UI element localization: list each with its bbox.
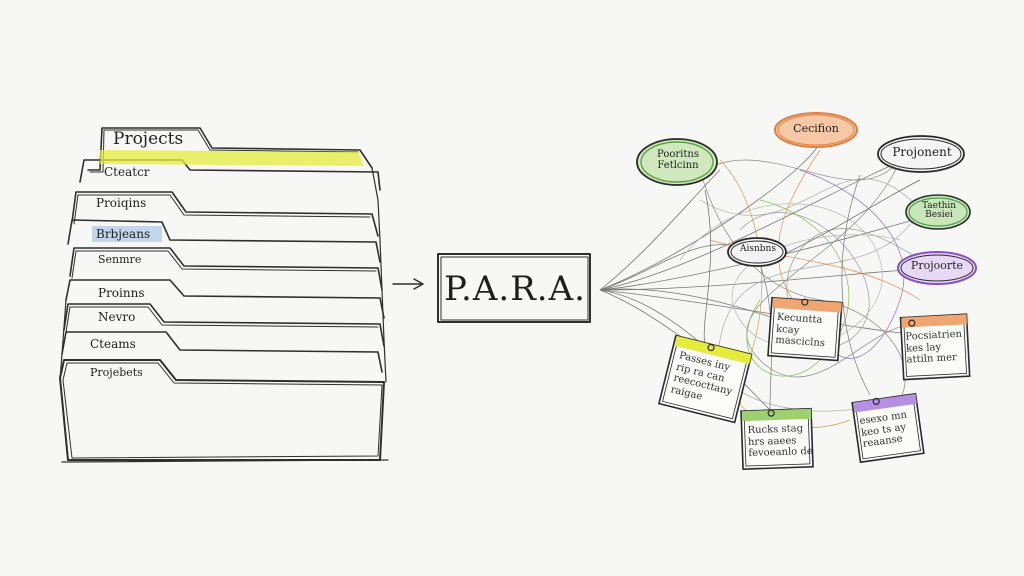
folder-tab-proiqins: Proiqins: [96, 196, 147, 210]
bubble-text-projonent: Projonent: [892, 145, 952, 159]
folder-tab-senmre: Senmre: [98, 253, 142, 266]
bubble-text-aisnbns: Aisnbns: [740, 244, 776, 254]
bubble-label-cecifion: Cecifion: [778, 123, 854, 135]
bubble-label-projoorte: Projoorte: [900, 260, 974, 272]
arrow: [392, 278, 424, 290]
folder-brbjeans: [67, 219, 381, 263]
bubble-pooritns: [636, 138, 718, 186]
folder-cteatcr: [79, 159, 381, 191]
bubble-cecifion: [774, 112, 858, 148]
folder-tab-nevro: Nevro: [98, 310, 136, 324]
folder-senmre: [69, 247, 383, 291]
note-text-4: Rucks stag hrs aaees fevoeanlo de: [747, 423, 813, 460]
folder-tab-proinns: Proinns: [98, 286, 145, 300]
folder-tab-projects: Projects: [113, 129, 184, 149]
folder-stack: [59, 127, 389, 463]
folder-projects: [87, 127, 373, 171]
note-text-2: Pocsiatrien kes lay attiln mer: [905, 328, 963, 366]
note-text-1: Kecuntta kcay masciclns: [774, 311, 826, 350]
note-2: [899, 313, 971, 381]
para-box: [437, 253, 591, 323]
projects-highlight: [100, 150, 364, 166]
bubble-label-aisnbns: Aisnbns: [731, 244, 785, 254]
bubble-label-pooritns: Pooritns Fetlcinn: [640, 149, 716, 171]
bubble-text-taethin-2: Besiei: [925, 210, 953, 221]
folder-tab-projebets: Projebets: [90, 366, 143, 379]
folder-proinns: [65, 279, 385, 319]
bubble-taethin: [905, 194, 971, 230]
folder-proiqins: [71, 191, 379, 237]
bubble-text-pooritns-1: Pooritns: [657, 149, 699, 160]
bubble-aisnbns: [727, 237, 787, 267]
folder-tab-brbjeans: Brbjeans: [96, 227, 151, 241]
note-1: [767, 296, 843, 362]
folder-tab-cteatcr: Cteatcr: [104, 165, 150, 179]
folder-projebets: [59, 359, 385, 461]
bubble-text-pooritns-2: Fetlcinn: [657, 159, 699, 171]
note-4: [740, 407, 814, 470]
bubble-projonent: [877, 135, 965, 173]
bubble-projoorte: [897, 251, 977, 285]
note-3: [657, 334, 753, 424]
brbjeans-highlight: [92, 226, 162, 242]
notes: [657, 296, 971, 470]
bubble-text-taethin-1: Taethin: [921, 201, 957, 211]
bubble-text-cecifion: Cecifion: [793, 122, 839, 135]
fan-lines: [599, 139, 936, 411]
note-5: [851, 392, 925, 464]
folder-nevro: [63, 303, 385, 347]
bubbles: [636, 112, 977, 285]
bubble-label-taethin: Taethin Besiei: [908, 201, 970, 221]
bubble-text-projoorte: Projoorte: [910, 259, 964, 272]
folder-tab-cteams: Cteams: [90, 337, 136, 351]
bubble-label-projonent: Projonent: [882, 146, 962, 159]
para-title: P.A.R.A.: [444, 269, 586, 309]
folder-cteams: [61, 331, 383, 373]
